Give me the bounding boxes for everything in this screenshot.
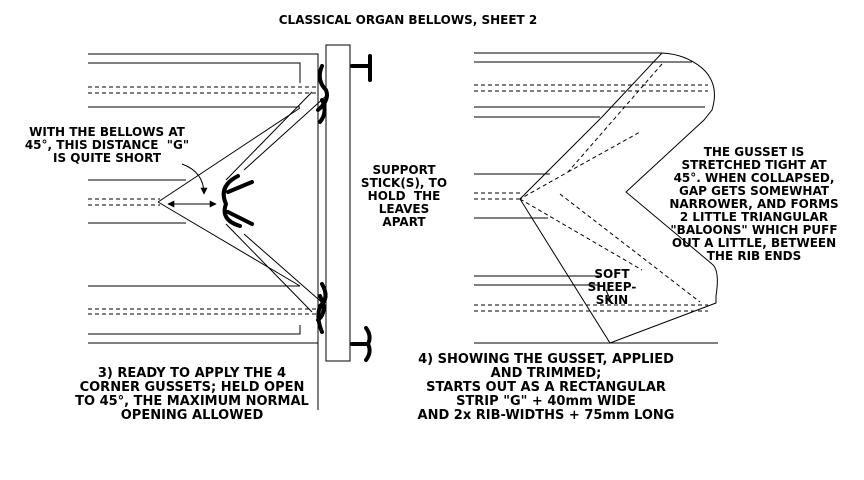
gusset-outline	[519, 52, 718, 344]
top-hinge-mark	[316, 64, 329, 124]
hinge-lines	[157, 91, 327, 313]
top-stick-handle	[350, 54, 372, 82]
material-note: SOFT SHEEP- SKIN	[587, 267, 637, 307]
diagram-title: CLASSICAL ORGAN BELLOWS, SHEET 2	[279, 13, 538, 27]
thick-marks	[221, 54, 372, 362]
bottom-leaf	[88, 285, 318, 344]
gusset-note: THE GUSSET IS STRETCHED TIGHT AT 45°. WH…	[669, 145, 839, 263]
support-stick	[325, 44, 351, 362]
right-gusset-figure	[474, 52, 718, 344]
bottom-hinge-mark	[316, 282, 328, 334]
gusset-fold-lines	[519, 63, 701, 303]
top-leaf	[88, 53, 319, 410]
diagram-labels: CLASSICAL ORGAN BELLOWS, SHEET 2	[279, 13, 538, 27]
right-caption: 4) SHOWING THE GUSSET, APPLIED AND TRIMM…	[417, 352, 675, 423]
middle-hinge-mark	[221, 174, 254, 228]
distance-g-arrow	[167, 163, 217, 208]
support-note: SUPPORT STICK(S), TO HOLD THE LEAVES APA…	[360, 163, 448, 229]
left-bellows-figure	[88, 44, 351, 410]
bottom-stick-handle	[350, 326, 372, 362]
rib-lines	[88, 179, 186, 224]
distance-note: WITH THE BELLOWS AT 45°, THIS DISTANCE "…	[24, 125, 190, 165]
left-caption: 3) READY TO APPLY THE 4 CORNER GUSSETS; …	[75, 366, 309, 423]
